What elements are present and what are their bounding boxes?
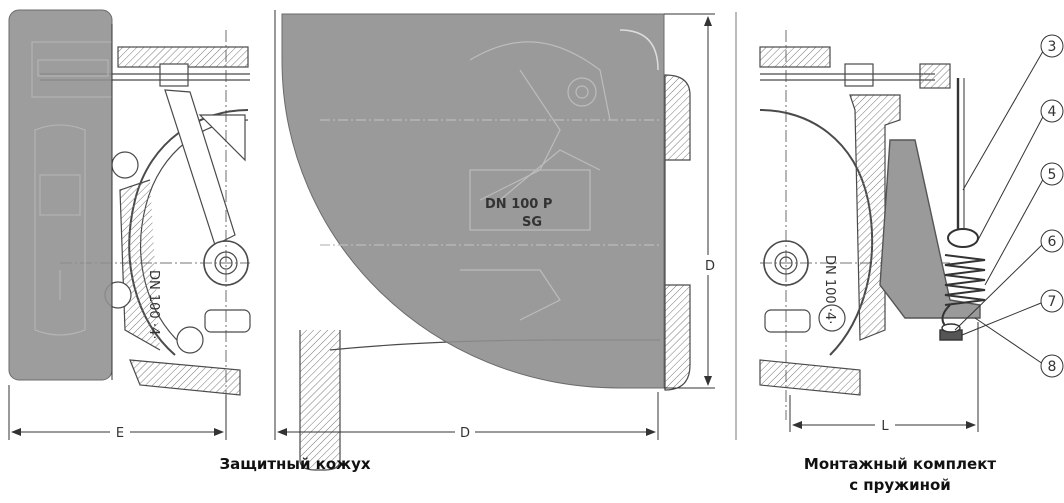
- dimension-d-horizontal: [274, 10, 659, 440]
- callouts: [954, 34, 1064, 378]
- callout-6: 6: [1048, 234, 1057, 250]
- callout-circle-5: [1040, 162, 1064, 186]
- right-slot: [764, 309, 811, 333]
- dimension-d-horizontal-label: D: [460, 426, 470, 441]
- left-valve-vertical-marking: DN 100 ·4·: [146, 270, 161, 339]
- left-bottom-flange: [129, 359, 241, 396]
- coil-spring: [944, 254, 986, 306]
- dimension-d-vertical-label: D: [705, 259, 715, 274]
- center-left-foot: [299, 330, 341, 471]
- caption-mounting-kit-line1: Монтажный комплект: [803, 455, 997, 473]
- right-top-flange: [759, 46, 831, 68]
- left-slot: [204, 309, 251, 333]
- callout-circle-8: [1040, 354, 1064, 378]
- valve-marking-dn: DN 100 P: [485, 197, 552, 212]
- caption-protective-cover: Защитный кожух: [219, 455, 371, 473]
- callout-circle-3: [1040, 34, 1064, 58]
- caption-mounting-kit-line2: с пружиной: [849, 476, 951, 494]
- dimension-l-label: L: [881, 419, 889, 434]
- callout-4: 4: [1048, 104, 1057, 120]
- right-nut-block: [844, 63, 874, 87]
- left-valve-view: DN 100 ·4·: [40, 30, 251, 420]
- dimension-d-vertical: [664, 13, 715, 389]
- left-nut-block: [159, 63, 189, 87]
- valve-marking-sg: SG: [522, 215, 542, 230]
- left-body-hatch: [119, 179, 161, 351]
- center-internal-ghost: [320, 41, 660, 321]
- callout-8: 8: [1048, 359, 1057, 375]
- callout-circle-7: [1040, 289, 1064, 313]
- right-valve-view: DN 100 ·4·: [759, 30, 951, 420]
- center-valve-view: [299, 74, 691, 471]
- left-arm: [164, 89, 236, 246]
- cover-highlight: [619, 29, 659, 71]
- right-valve-vertical-marking: DN 100 ·4·: [822, 255, 837, 324]
- callout-7: 7: [1048, 294, 1057, 310]
- left-bolt-hole-3: [176, 326, 204, 354]
- dimension-l: [789, 322, 979, 432]
- center-right-flange-top: [664, 74, 691, 161]
- right-bolt-hole-3: [818, 304, 846, 332]
- protective-cover-left: [8, 9, 113, 381]
- right-bottom-flange: [759, 359, 861, 396]
- spring-ring: [947, 228, 979, 248]
- protective-cover-center: [281, 13, 665, 389]
- callout-3: 3: [1048, 39, 1057, 55]
- center-right-flange-bottom: [664, 284, 691, 391]
- callout-5: 5: [1048, 167, 1057, 183]
- callout-circle-4: [1040, 99, 1064, 123]
- left-bolt-hole-1: [111, 151, 139, 179]
- dimension-e: [8, 385, 227, 440]
- mounting-bracket: [879, 139, 981, 319]
- dimension-e-label: E: [116, 426, 124, 441]
- callout-circle-6: [1040, 229, 1064, 253]
- spring-mounting-kit: [879, 78, 986, 341]
